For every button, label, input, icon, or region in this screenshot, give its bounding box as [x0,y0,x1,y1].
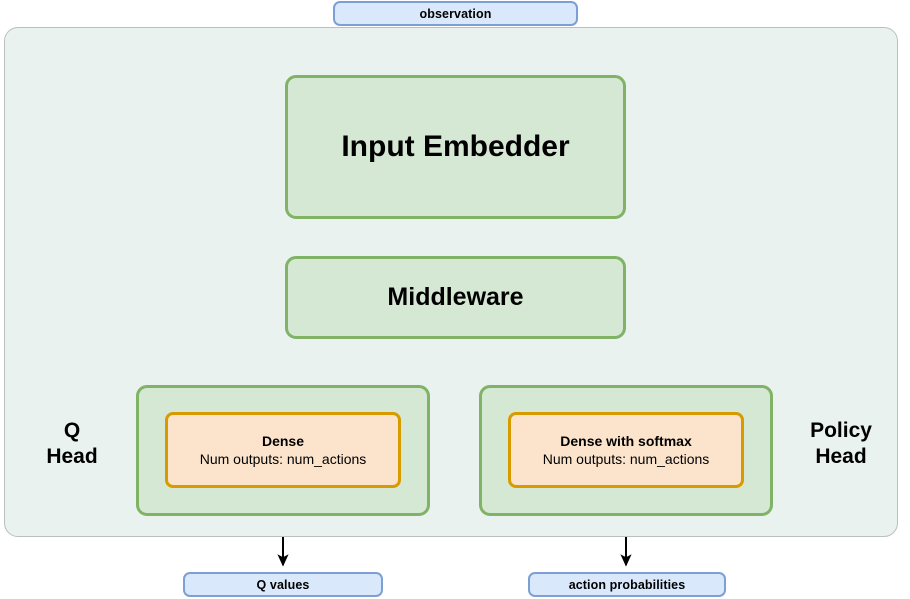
middleware-block[interactable]: Middleware [285,256,626,339]
policy-head-dense-title: Dense with softmax [560,432,692,449]
input-embedder-block[interactable]: Input Embedder [285,75,626,219]
policy-head-label: Policy Head [810,419,872,468]
q-values-label: Q values [256,577,310,592]
input-embedder-label: Input Embedder [341,130,570,163]
middleware-label: Middleware [387,283,524,311]
observation-input-box[interactable]: observation [333,1,578,26]
policy-head-dense-block[interactable]: Dense with softmax Num outputs: num_acti… [508,412,744,488]
q-head-dense-title: Dense [261,432,305,449]
q-head-label: Q Head [46,419,98,468]
q-head-dense-block[interactable]: Dense Num outputs: num_actions [165,412,401,488]
action-probabilities-label: action probabilities [568,577,686,592]
q-values-output-box[interactable]: Q values [183,572,383,597]
q-head-dense-subtitle: Num outputs: num_actions [199,451,367,467]
action-probabilities-output-box[interactable]: action probabilities [528,572,726,597]
observation-label: observation [419,6,492,21]
policy-head-dense-subtitle: Num outputs: num_actions [542,451,710,467]
